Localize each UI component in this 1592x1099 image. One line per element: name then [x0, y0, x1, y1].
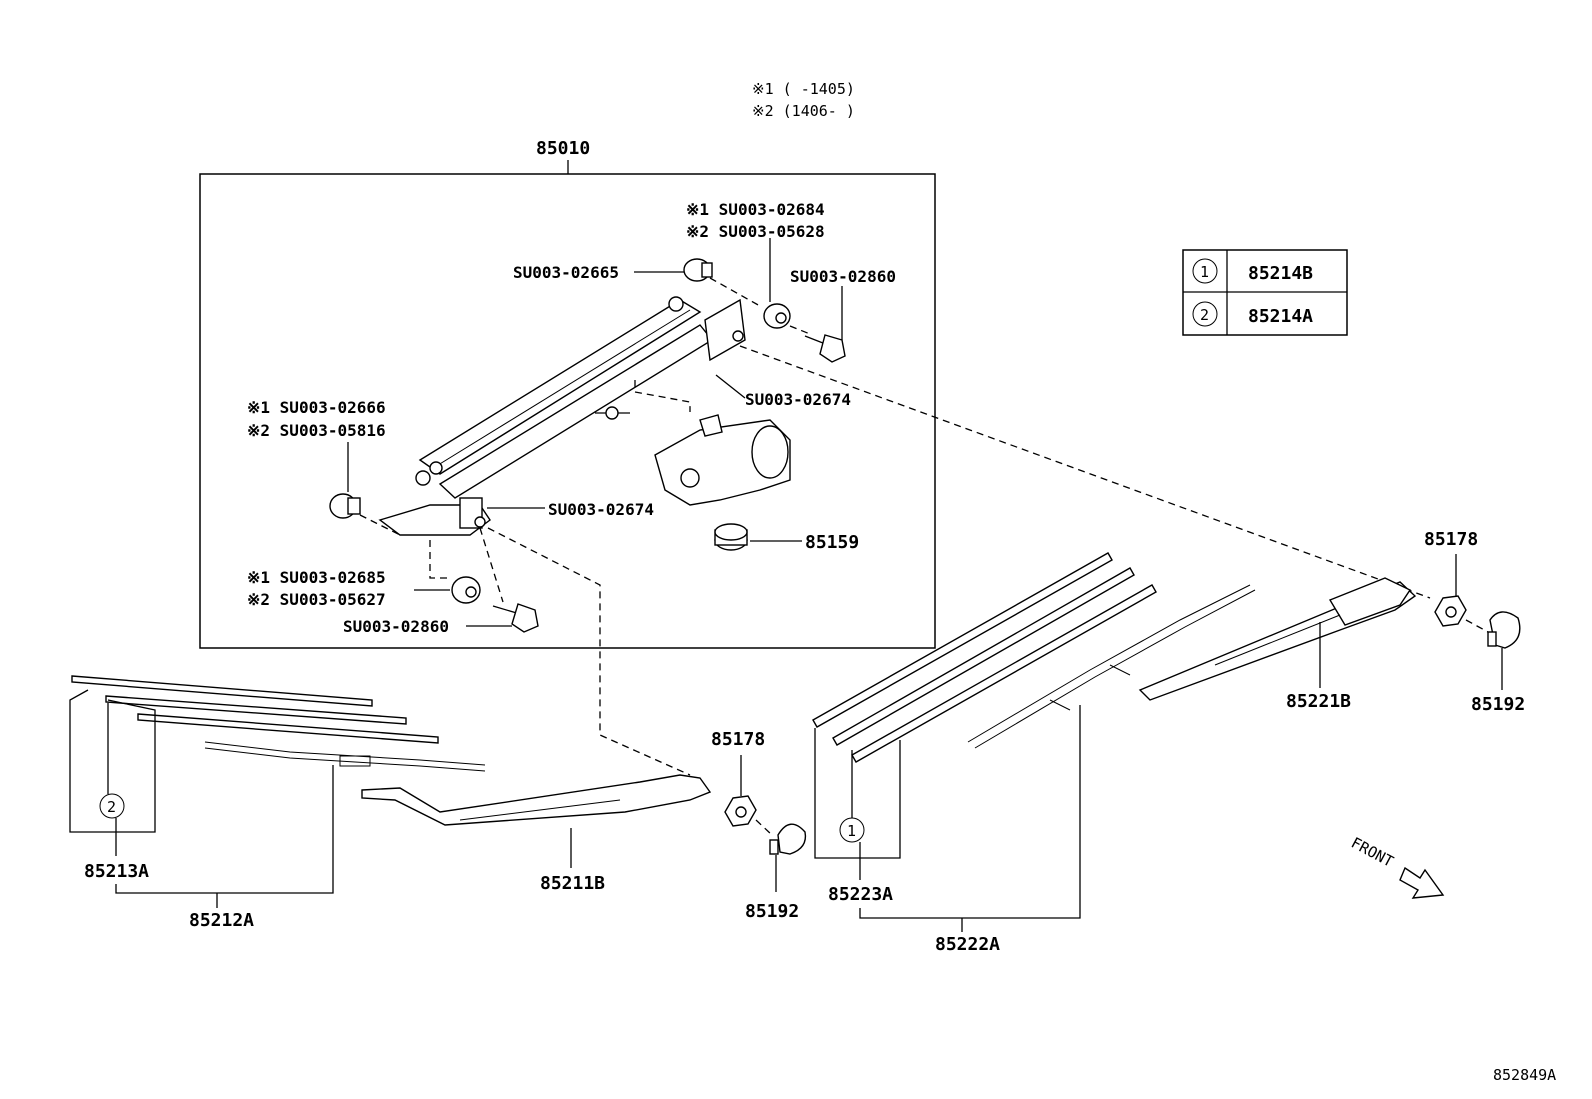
circle-marker-1: 1 — [847, 822, 856, 840]
label-85212a[interactable]: 85212A — [189, 910, 254, 931]
grommet-85159 — [714, 523, 748, 551]
wiper-linkage — [378, 296, 746, 536]
cap-85192-right — [1487, 611, 1521, 649]
label-85213a[interactable]: 85213A — [84, 861, 149, 882]
bushing-su003-02684 — [763, 303, 791, 329]
label-85192-left[interactable]: 85192 — [745, 901, 799, 922]
diagram-id: 852849A — [1493, 1066, 1556, 1084]
nut-85178-right — [1434, 595, 1467, 627]
label-su003-02674-top[interactable]: SU003-02674 — [745, 390, 851, 409]
label-su003-02674-mid[interactable]: SU003-02674 — [548, 500, 654, 519]
label-su003-02665[interactable]: SU003-02665 — [513, 263, 619, 282]
bushing-su003-02685 — [451, 576, 481, 604]
front-direction-arrow: FRONT — [1348, 834, 1445, 899]
cap-85192-left — [769, 823, 807, 855]
label-su003-02684[interactable]: ※1 SU003-02684 — [686, 200, 825, 219]
label-85221b[interactable]: 85221B — [1286, 691, 1351, 712]
wiper-blade-85222a — [812, 552, 1256, 763]
label-85211b[interactable]: 85211B — [540, 873, 605, 894]
label-85178-right[interactable]: 85178 — [1424, 529, 1478, 550]
label-su003-05816[interactable]: ※2 SU003-05816 — [247, 421, 386, 440]
label-su003-02860-top[interactable]: SU003-02860 — [790, 267, 896, 286]
wiper-arm-85221b — [1138, 577, 1417, 701]
label-85222a[interactable]: 85222A — [935, 934, 1000, 955]
circle-marker-2: 2 — [107, 798, 116, 816]
label-su003-05627[interactable]: ※2 SU003-05627 — [247, 590, 386, 609]
label-85223a[interactable]: 85223A — [828, 884, 893, 905]
washer-su003-02665 — [683, 258, 713, 282]
label-su003-02685[interactable]: ※1 SU003-02685 — [247, 568, 386, 587]
wiper-blade-85212a — [71, 675, 486, 772]
legend-part-85214B[interactable]: 85214B — [1248, 263, 1313, 284]
washer-su003-02666 — [329, 493, 361, 519]
label-85010[interactable]: 85010 — [536, 138, 590, 159]
bolt-su003-02860-top — [804, 334, 846, 363]
label-su003-02666[interactable]: ※1 SU003-02666 — [247, 398, 386, 417]
label-su003-05628[interactable]: ※2 SU003-05628 — [686, 222, 825, 241]
note-1: ※1 ( -1405) — [752, 80, 855, 98]
legend-part-85214A[interactable]: 85214A — [1248, 306, 1313, 327]
label-su003-02860-bottom[interactable]: SU003-02860 — [343, 617, 449, 636]
note-2: ※2 (1406- ) — [752, 102, 855, 120]
wiper-arm-85211b — [361, 774, 712, 826]
label-85178-left[interactable]: 85178 — [711, 729, 765, 750]
label-85192-right[interactable]: 85192 — [1471, 694, 1525, 715]
legend-table: 1 85214B 2 85214A — [1182, 249, 1348, 336]
front-label: FRONT — [1348, 834, 1396, 871]
wiper-motor — [654, 414, 791, 506]
bolt-su003-02860-bottom — [492, 603, 539, 633]
assembly-box-85010 — [199, 173, 936, 649]
legend-marker-1: 1 — [1200, 263, 1209, 281]
label-85159[interactable]: 85159 — [805, 532, 859, 553]
legend-marker-2: 2 — [1200, 306, 1209, 324]
nut-85178-left — [724, 795, 757, 827]
